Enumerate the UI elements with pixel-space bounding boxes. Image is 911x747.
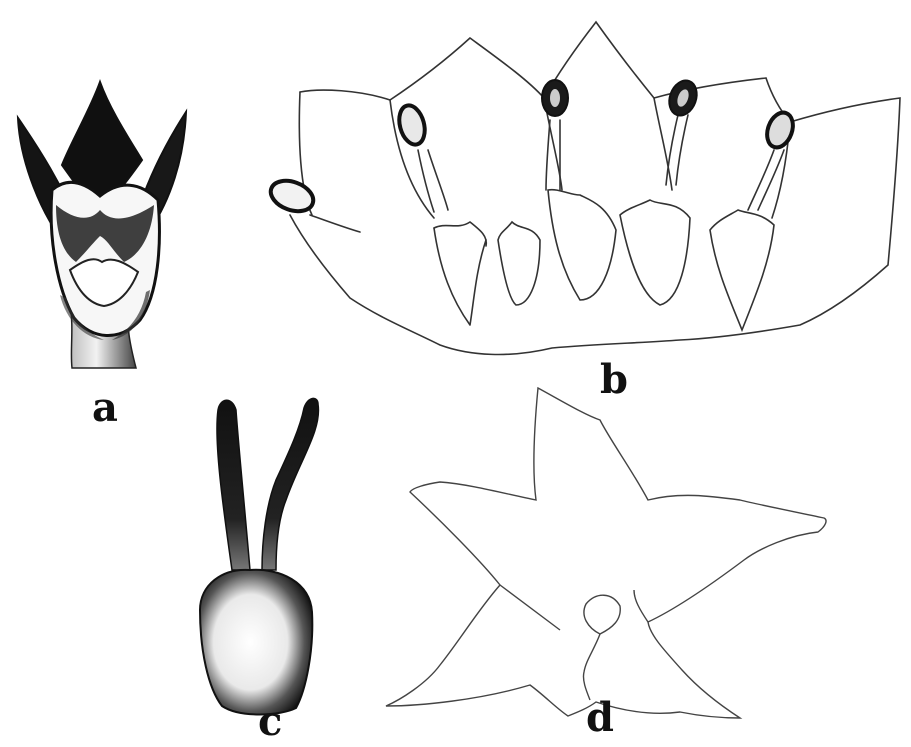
panel-label-d: d	[586, 698, 614, 738]
panel-label-b: b	[600, 360, 628, 400]
panel-label-c: c	[258, 702, 282, 742]
panel-a-flower-bud	[18, 82, 186, 368]
panel-c-pistil	[200, 398, 318, 714]
panel-label-a: a	[92, 388, 118, 428]
panel-d-calyx	[386, 388, 826, 718]
panel-b-opened-corolla	[290, 22, 900, 354]
panel-b-anthers	[267, 77, 798, 217]
